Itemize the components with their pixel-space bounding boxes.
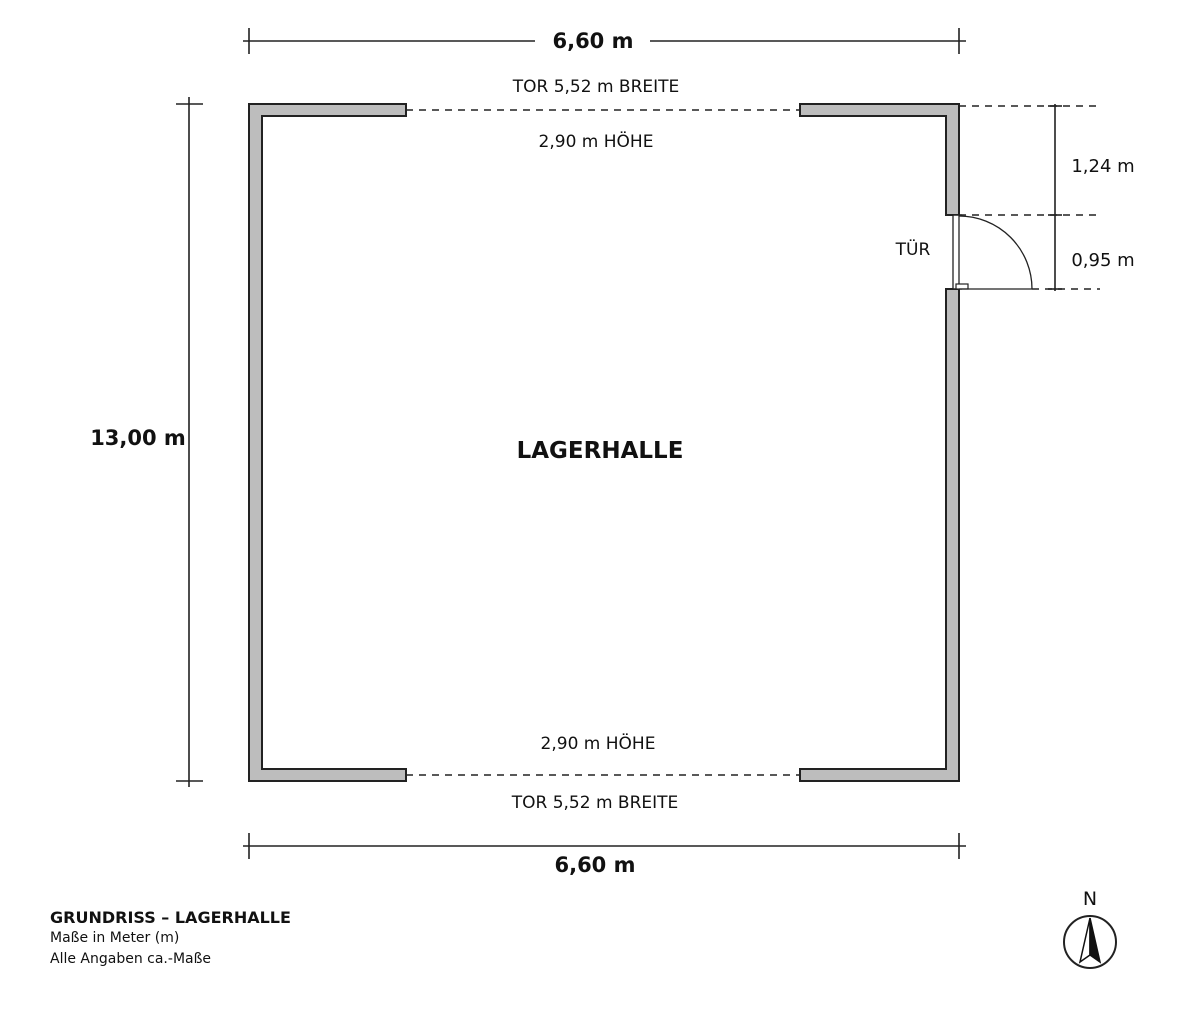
gate-top-width-label: TOR 5,52 m BREITE: [512, 77, 680, 97]
wall-left: [248, 103, 407, 782]
dimension-right-upper-label: 1,24 m: [1071, 156, 1134, 177]
dimension-left: 13,00 m: [90, 97, 203, 787]
dimension-right-lower-label: 0,95 m: [1071, 250, 1134, 271]
door-symbol: [946, 214, 1033, 290]
gate-bottom-width-label: TOR 5,52 m BREITE: [511, 793, 679, 813]
dimension-left-label: 13,00 m: [90, 426, 186, 450]
legend: GRUNDRISS – LAGERHALLE Maße in Meter (m)…: [50, 907, 291, 970]
wall-right-upper: [799, 103, 960, 216]
gate-top-height-label: 2,90 m HÖHE: [539, 130, 654, 152]
room-label: LAGERHALLE: [517, 438, 684, 464]
legend-note: Alle Angaben ca.-Maße: [50, 951, 212, 967]
dimension-bottom: 6,60 m: [243, 833, 966, 877]
dimension-top: 6,60 m: [243, 28, 966, 54]
legend-units: Maße in Meter (m): [50, 930, 180, 946]
door-label: TÜR: [895, 238, 931, 260]
dimension-top-label: 6,60 m: [552, 29, 633, 53]
dimension-right: [959, 104, 1100, 291]
legend-title: GRUNDRISS – LAGERHALLE: [50, 908, 291, 927]
gate-bottom-height-label: 2,90 m HÖHE: [541, 732, 656, 754]
compass-north-label: N: [1083, 888, 1097, 910]
dimension-bottom-label: 6,60 m: [554, 853, 635, 877]
north-arrow-icon: [1063, 915, 1117, 969]
wall-right-lower: [799, 288, 960, 782]
